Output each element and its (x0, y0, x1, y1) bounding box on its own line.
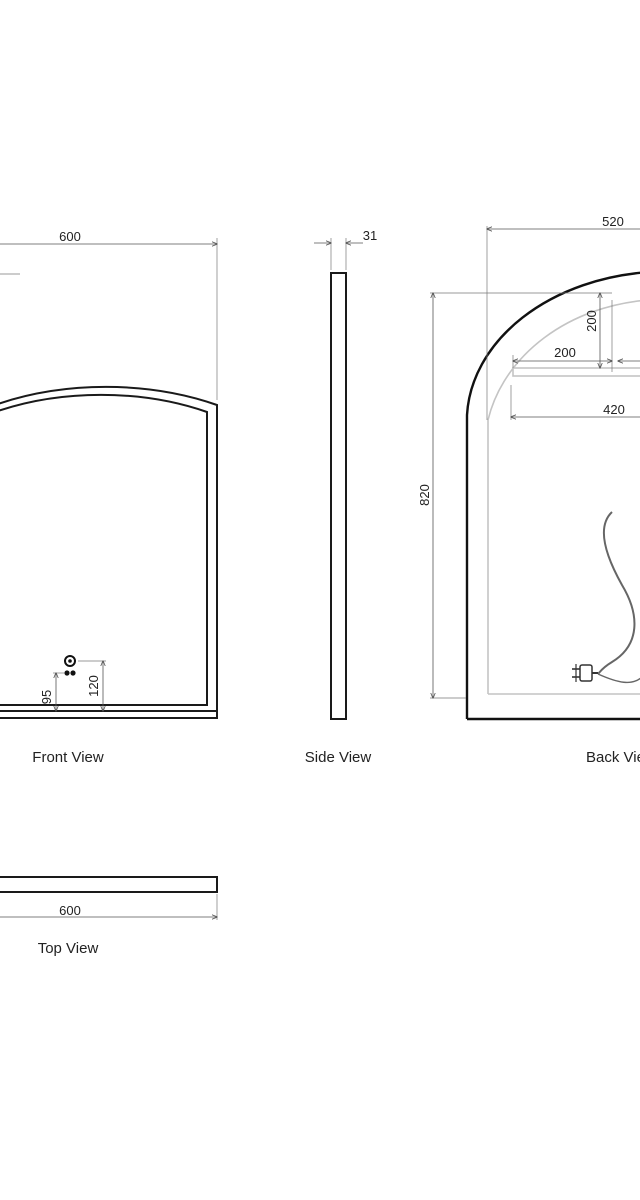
top-width-label: 600 (59, 903, 81, 918)
front-width-label: 600 (59, 229, 81, 244)
bracket-drop-dimension: 200 (584, 293, 613, 372)
side-view-caption: Side View (305, 749, 372, 766)
sensor-offset-label: 95 (39, 690, 54, 704)
back-hidden-mirror-outline (487, 300, 640, 695)
back-housing-outline (465, 271, 640, 721)
front-view: 600 95 120 Front View (0, 229, 218, 766)
bracket-span-dimension: 420 (511, 385, 640, 420)
back-view: 520 820 200 200 420 (417, 214, 640, 766)
top-view-caption: Top View (38, 940, 99, 957)
sensor-offset-dimension: 95 (39, 673, 65, 711)
front-view-caption: Front View (32, 749, 104, 766)
power-plug-icon (572, 664, 598, 682)
back-width-label: 520 (602, 214, 624, 229)
bracket-half-dimension: 200 (513, 345, 640, 368)
top-view: 600 Top View (0, 876, 218, 957)
top-width-dimension: 600 (0, 894, 217, 920)
back-height-label: 820 (417, 484, 432, 506)
front-width-dimension: 600 (0, 229, 217, 400)
bracket-span-label: 420 (603, 402, 625, 417)
side-view: 31 Side View (305, 228, 377, 766)
side-depth-label: 31 (363, 228, 377, 243)
side-profile (330, 272, 347, 720)
back-width-dimension: 520 (487, 214, 640, 420)
sensor-height-dimension: 120 (78, 661, 106, 711)
touch-sensor-icon (64, 655, 76, 676)
back-height-dimension: 820 (417, 293, 612, 698)
side-depth-dimension: 31 (314, 228, 377, 270)
power-cable (597, 511, 640, 684)
top-profile (0, 876, 218, 893)
bracket-drop-label: 200 (584, 310, 599, 332)
front-mirror-inner-frame (0, 393, 217, 712)
back-view-caption: Back View (586, 749, 640, 766)
sensor-height-label: 120 (86, 675, 101, 697)
bracket-half-label: 200 (554, 345, 576, 360)
front-mirror-outer-frame (0, 385, 218, 719)
